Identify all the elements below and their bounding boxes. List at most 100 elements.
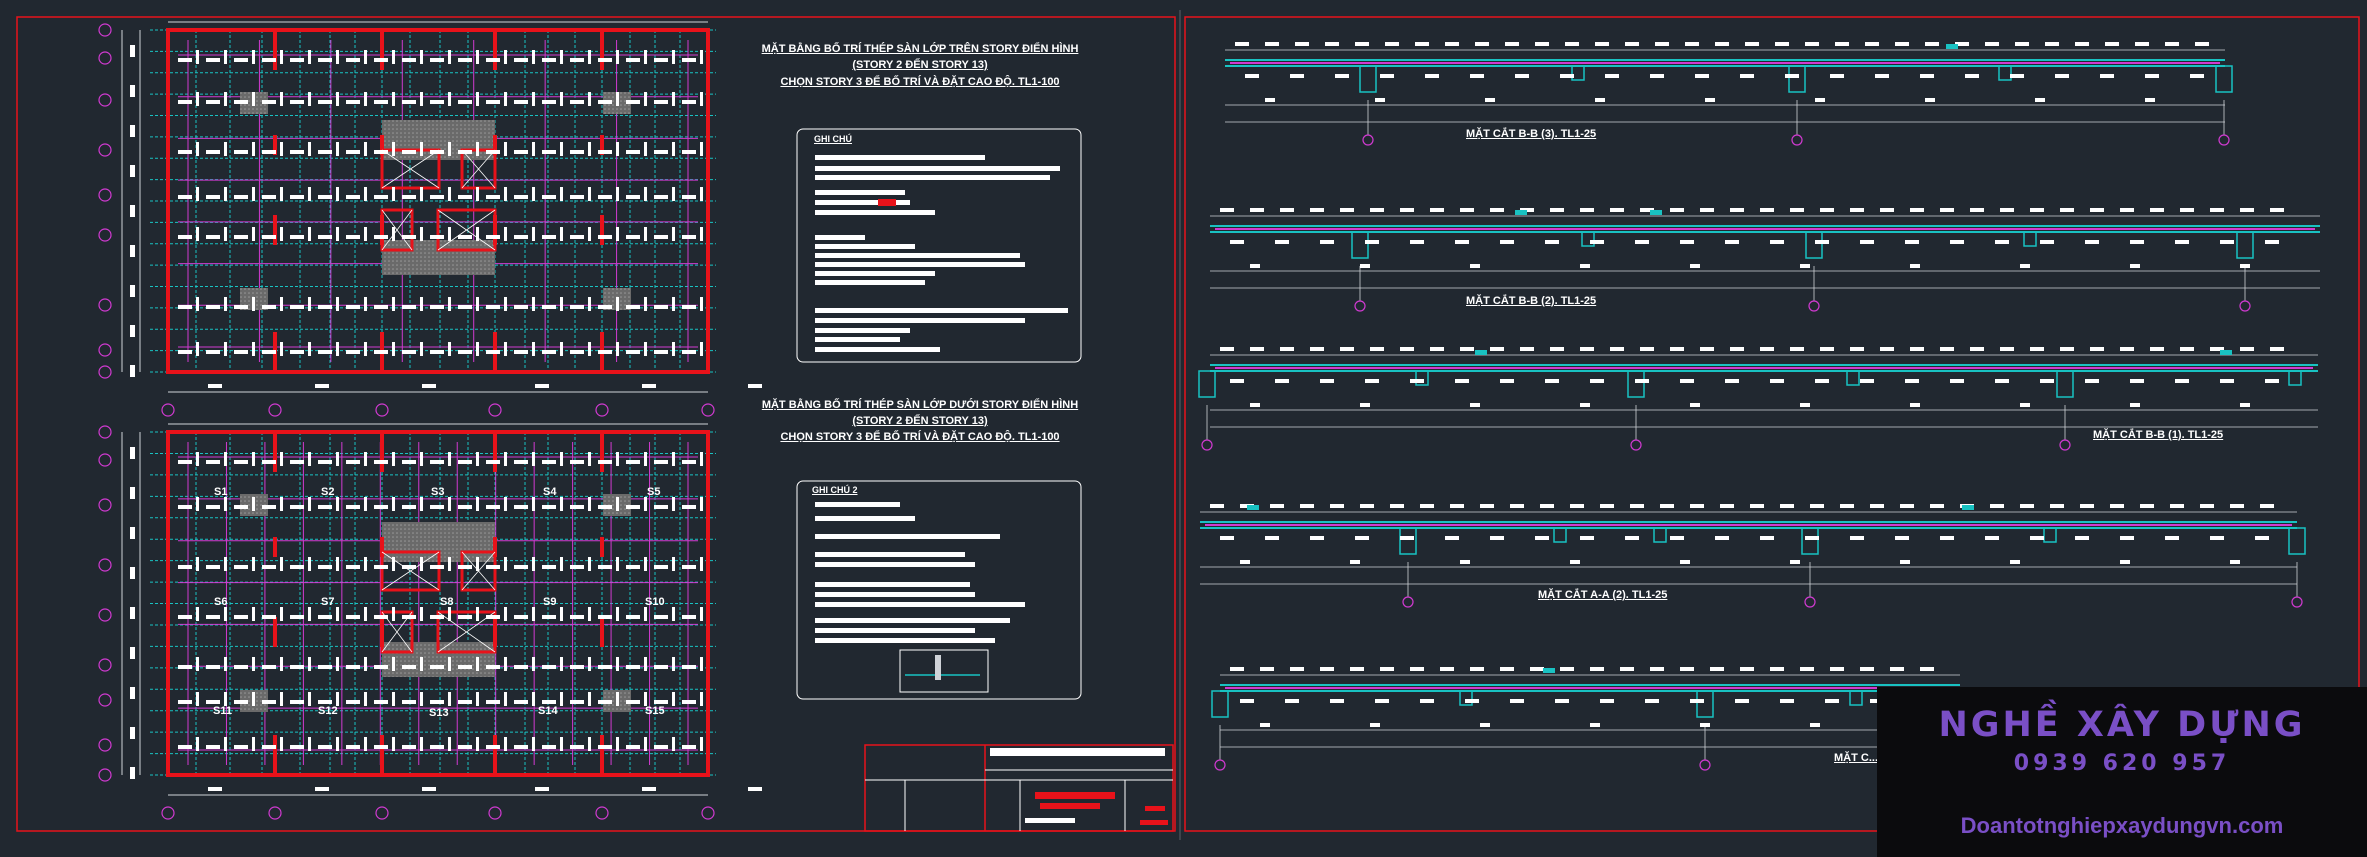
rebar-tag [346,350,360,354]
rebar-tag [178,745,192,749]
rebar-tag [234,460,248,464]
section-tag [2090,208,2104,212]
watermark-website[interactable]: Doantotnghiepxaydungvn.com [1960,813,2284,838]
rebar-tick [644,557,647,571]
section-tag [1350,667,1364,671]
rebar-tick [700,50,703,64]
rebar-tick [364,607,367,621]
section-drop [1581,231,1595,247]
slab-label-s5: S5 [647,486,661,498]
section-tag [2260,504,2274,508]
rebar-tag [262,235,276,239]
rebar-tick [672,92,675,106]
rebar-tick [252,187,255,201]
rebar-tag [542,195,556,199]
rebar-tick [588,692,591,706]
note1-title: GHI CHÚ [814,134,852,144]
section-tag [1265,536,1279,540]
grid-bubble [98,558,112,572]
section-tag [1230,667,1244,671]
rebar-tick [420,607,423,621]
section-beam [1805,231,1823,259]
rebar-tag [682,565,696,569]
rebar-tick [588,452,591,466]
rebar-tag [346,615,360,619]
rebar-tick [644,142,647,156]
rebar-tick [476,737,479,751]
rebar-tag [570,505,584,509]
grid-bubble [98,188,112,202]
rebar-tag [626,350,640,354]
rebar-tag [682,305,696,309]
section-tag [1815,240,1829,244]
slab-label-s7: S7 [321,596,335,608]
section-tag [1805,42,1819,46]
section-tag [1820,208,1834,212]
rebar-tag [570,58,584,62]
slab-label-s10: S10 [645,596,665,608]
dimension-text [130,165,135,177]
rebar-tick [532,497,535,511]
rebar-tag [486,460,500,464]
section-tag [1555,699,1569,703]
rebar-tag [206,150,220,154]
rebar-tick [672,607,675,621]
section-tag [2080,504,2094,508]
section-dim-text [1460,560,1470,564]
section-dim-text [1790,560,1800,564]
rebar-tag [290,615,304,619]
section-tag [1390,504,1404,508]
rebar-tick [364,187,367,201]
rebar-tag [430,150,444,154]
dimension-text [642,787,656,791]
rebar-tick [672,737,675,751]
title-block-stamp [1140,820,1168,825]
rebar-tick [196,187,199,201]
section-tag [1730,208,1744,212]
rebar-tag [206,615,220,619]
section-dim-text [1250,264,1260,268]
rebar-tag [430,745,444,749]
rebar-tag [514,565,528,569]
rebar-tick [504,497,507,511]
rebar-tag [598,615,612,619]
rebar-tick [308,737,311,751]
rebar-tick [504,342,507,356]
section-tag [1275,379,1289,383]
rebar-tag [486,150,500,154]
rebar-tick [336,50,339,64]
section-tag [1370,208,1384,212]
dimension-text [130,205,135,217]
section-tag [1510,699,1524,703]
rebar-tick [700,692,703,706]
rebar-tick [252,342,255,356]
section-tag [1320,240,1334,244]
rebar-tick [560,607,563,621]
rebar-tick [364,142,367,156]
rebar-tag [514,58,528,62]
rebar-tag [318,460,332,464]
section-tag [1820,347,1834,351]
section-tag [1380,667,1394,671]
section-tag [1890,667,1904,671]
rebar-tick [560,187,563,201]
section-bubble [1214,759,1226,771]
rebar-tag [430,615,444,619]
rebar-tag [682,195,696,199]
rebar-tag [654,350,668,354]
section-dim-text [1470,264,1480,268]
rebar-tick [308,557,311,571]
grid-bubble [595,403,609,417]
rebar-tag [346,195,360,199]
slab-label-s2: S2 [321,486,335,498]
section-tag [1760,208,1774,212]
note-text-line [815,175,1050,180]
section-drop [2023,231,2037,247]
rebar-tick [448,692,451,706]
rebar-tag [206,100,220,104]
rebar-tick [644,227,647,241]
section-tag [1370,347,1384,351]
rebar-tag [430,665,444,669]
section-tag [1530,667,1544,671]
rebar-tag [402,150,416,154]
